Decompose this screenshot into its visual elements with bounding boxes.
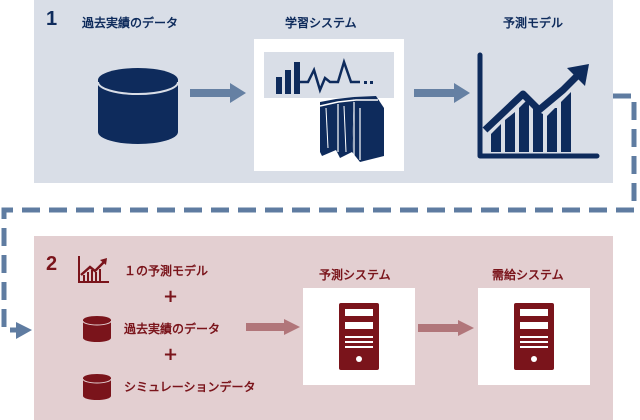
- arrow-right-icon: [418, 320, 474, 336]
- plus-sign: +: [163, 286, 179, 307]
- learning-system-icon: [276, 57, 384, 162]
- plus-sign: +: [163, 344, 179, 365]
- input-model-label: １の予測モデル: [124, 264, 209, 278]
- step1-model-label: 予測モデル: [503, 16, 564, 30]
- input-simulation-label: シミュレーションデータ: [124, 380, 256, 394]
- trend-chart-icon: [477, 52, 600, 159]
- server-icon: [339, 303, 379, 370]
- trend-chart-icon: [78, 256, 109, 283]
- database-icon: [82, 374, 112, 400]
- step1-number: 1: [46, 8, 58, 30]
- arrow-right-icon: [414, 83, 470, 103]
- step1-learning-label: 学習システム: [285, 16, 357, 30]
- arrow-right-icon: [190, 83, 246, 103]
- database-icon: [82, 316, 112, 342]
- server-icon: [514, 303, 554, 370]
- step2-number: 2: [46, 253, 58, 275]
- step1-data-label: 過去実績のデータ: [82, 16, 179, 30]
- forecast-system-label: 予測システム: [319, 268, 391, 282]
- database-icon: [97, 68, 179, 144]
- supply-demand-system-label: 需給システム: [492, 268, 564, 282]
- arrow-right-icon: [246, 319, 300, 335]
- input-history-label: 過去実績のデータ: [124, 322, 221, 336]
